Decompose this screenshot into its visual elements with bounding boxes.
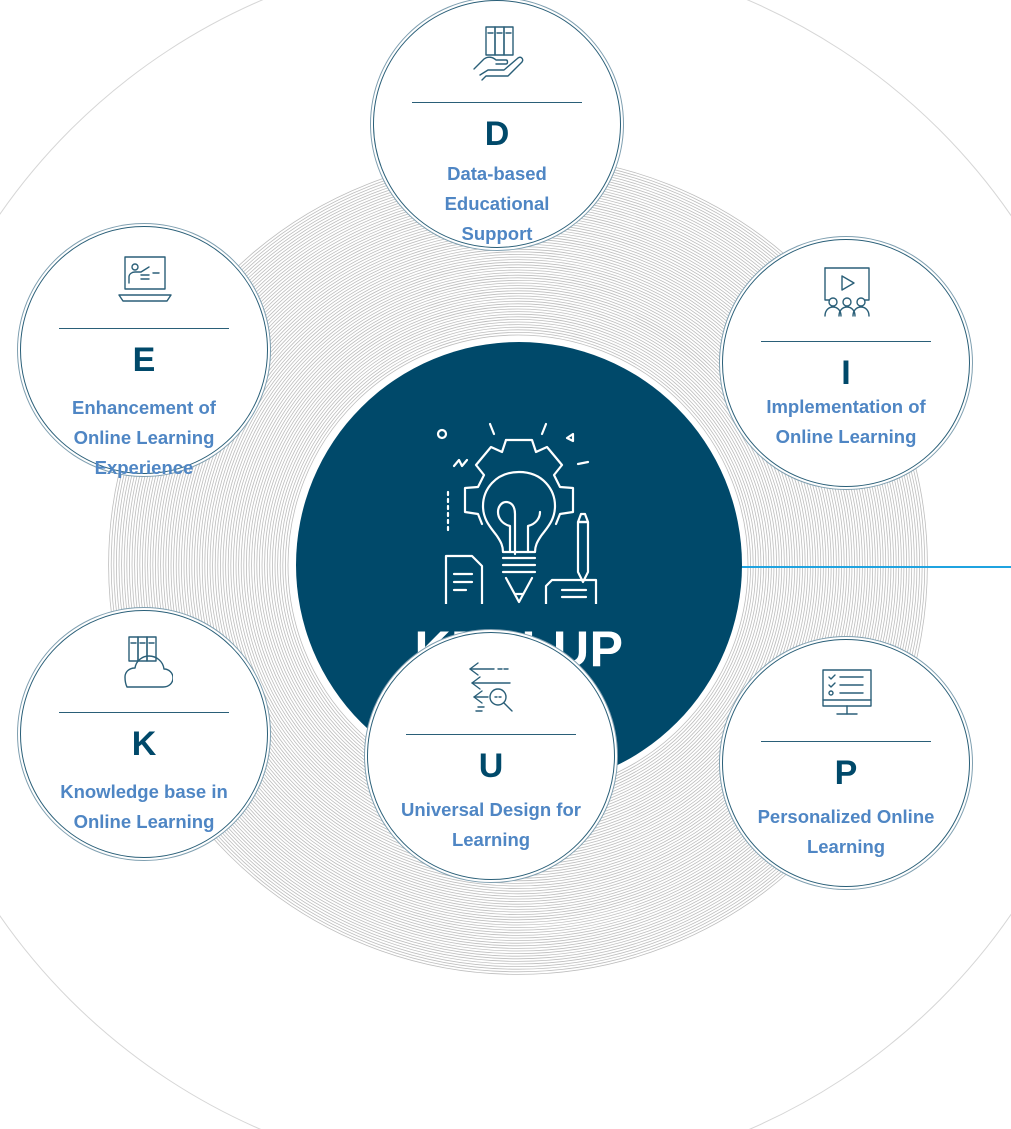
arrows-search-icon [469,662,513,712]
pillar-letter: D [484,115,510,153]
pillar-letter: P [834,754,858,792]
pillar-description: Universal Design for Learning [401,799,581,850]
cloud-books-icon [124,636,173,688]
video-audience-icon [824,267,870,317]
pillar-letter: K [131,725,157,763]
pillar-letter: U [478,747,504,785]
pillar-divider [412,102,582,103]
pillar-description: Knowledge base in Online Learning [60,781,228,832]
pillar-divider [406,734,576,735]
pillar-divider [761,341,931,342]
pillar-letter: I [841,354,851,392]
pillar-divider [59,328,229,329]
pillar-letter: E [132,341,156,379]
pillar-divider [761,741,931,742]
pillar-p: P Personalized Online Learning [722,639,970,887]
laptop-teacher-icon [118,256,172,302]
pillar-u: U Universal Design for Learning [367,632,615,880]
pillar-description: Enhancement of Online Learning Experienc… [72,397,216,478]
ring-line [201,248,835,882]
ring-line [199,246,837,884]
pillar-i: I Implementation of Online Learning [722,239,970,487]
pillar-divider [59,712,229,713]
monitor-checklist-icon [822,669,872,715]
pillar-d: D Data-based Educational Support [373,0,621,248]
pillar-e: E Enhancement of Online Learning Experie… [20,226,268,478]
pillar-description: Implementation of Online Learning [766,396,926,447]
pillar-k: K Knowledge base in Online Learning [20,610,268,858]
pillar-description: Data-based Educational Support [444,163,550,244]
lightbulb-gear-icon [436,422,598,604]
hand-books-icon [473,26,524,81]
pillar-description: Personalized Online Learning [757,806,935,857]
ring-line [204,251,832,879]
